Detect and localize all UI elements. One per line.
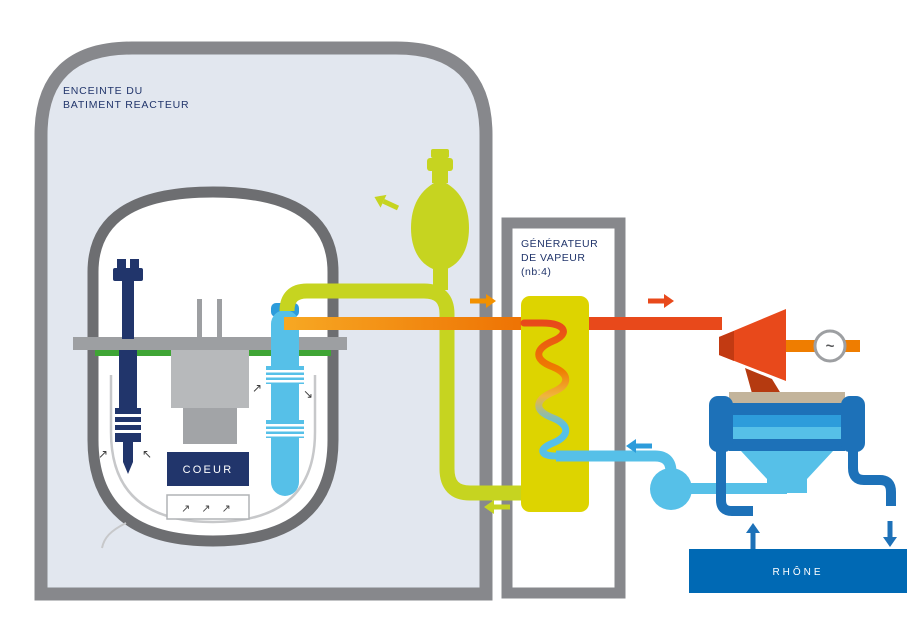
crdm-knob: [117, 259, 126, 268]
collar-stripe: [266, 429, 304, 432]
turbine-exhaust: [745, 368, 783, 397]
collar-stripe: [266, 375, 304, 378]
collar-stripe: [115, 422, 141, 425]
pressurizer-bulb: [411, 180, 469, 271]
steam-line-pipe: [585, 317, 722, 330]
pressurizer-neck: [433, 264, 448, 290]
guide-rod: [197, 299, 202, 337]
crdm-upper-rod: [122, 281, 134, 339]
crdm-knob: [130, 259, 139, 268]
vessel-flange-plate: [73, 337, 347, 350]
sg-label-line2: DE VAPEUR: [521, 252, 585, 264]
rod-flow-arrow-left: ↗: [98, 447, 108, 461]
pressurizer: [411, 149, 469, 290]
containment-label-line1: ENCEINTE DU: [63, 85, 143, 97]
riser-flow-arrow-left: ↗: [252, 381, 262, 395]
core-label: COEUR: [183, 464, 234, 476]
condenser-stripe: [729, 403, 845, 415]
crdm-tip: [123, 462, 133, 474]
collar-stripe: [266, 380, 304, 383]
river-box: [689, 549, 907, 593]
core-box: [167, 452, 249, 486]
condenser-stripe: [729, 415, 845, 427]
turbine-inlet-band: [719, 331, 734, 361]
control-rod-mechanism: [113, 259, 143, 474]
collar-stripe: [115, 430, 141, 433]
sg-label-line3: (nb:4): [521, 266, 551, 278]
flow-arrow-river-intake: [746, 523, 760, 549]
crdm-mid-rod: [119, 350, 137, 408]
river-label: RHÔNE: [772, 565, 823, 578]
collar-stripe: [266, 434, 304, 437]
condenser-top-plate: [729, 392, 845, 403]
guide-rod: [217, 299, 222, 337]
core-barrel-lower: [183, 408, 237, 444]
collar-stripe: [266, 370, 304, 373]
flow-arrow-river-discharge: [883, 521, 897, 547]
generator-symbol: ~: [826, 338, 835, 355]
rod-flow-arrow-right: ↖: [142, 447, 152, 461]
crdm-cap: [113, 268, 143, 281]
condenser: [709, 392, 865, 493]
flow-arrow-steam: [648, 294, 674, 308]
condenser-hotwell-stem: [767, 479, 807, 493]
crdm-collar-stripes: [115, 414, 141, 433]
condenser-stripe: [729, 439, 845, 451]
riser-collar-stripes: [266, 370, 304, 437]
river: RHÔNE: [689, 549, 907, 593]
primary-riser-pipe: [266, 303, 304, 496]
pressurizer-valve-stem: [432, 171, 448, 183]
riser-body: [271, 310, 299, 496]
core-barrel-upper: [171, 350, 249, 408]
reactor-vessel: COEUR ↗ ↗ ↗ ↗ ↖ ↗ ↘: [73, 186, 347, 549]
cooling-intake-pipe: [716, 450, 753, 516]
turbine-body: [719, 309, 786, 381]
primary-loop-pipe: [279, 283, 521, 501]
primary-loop: [279, 149, 521, 501]
condenser-left-cap: [709, 396, 733, 452]
core-internals: [171, 299, 249, 444]
containment-label-line2: BATIMENT REACTEUR: [63, 99, 189, 111]
crdm-lower-rod: [123, 442, 133, 462]
generator-circle: [813, 329, 847, 363]
vessel-liner: [109, 375, 317, 524]
sg-coil: [520, 319, 570, 460]
sg-label-line1: GÉNÉRATEUR: [521, 237, 598, 250]
pressurizer-valve-top: [431, 149, 449, 158]
core-outlet-arrows: ↗ ↗ ↗: [181, 503, 235, 515]
cooling-discharge-pipe: [848, 450, 896, 506]
feedwater-pump: [650, 468, 692, 510]
vessel-drain-line: [101, 522, 127, 549]
condenser-right-cap: [841, 396, 865, 452]
riser-flow-arrow-right: ↘: [303, 387, 313, 401]
collar-stripe: [115, 414, 141, 417]
turbine-group: ~: [719, 309, 860, 397]
sg-exchanger-body: [521, 296, 589, 512]
pressurizer-valve-disc: [427, 158, 453, 171]
core-outlet-box: [166, 494, 250, 520]
condensate-pipe: [671, 483, 787, 494]
hot-leg-pipe: [284, 317, 525, 330]
collar-stripe: [266, 424, 304, 427]
condenser-hotwell-funnel: [741, 451, 833, 479]
condenser-stripe: [729, 427, 845, 439]
